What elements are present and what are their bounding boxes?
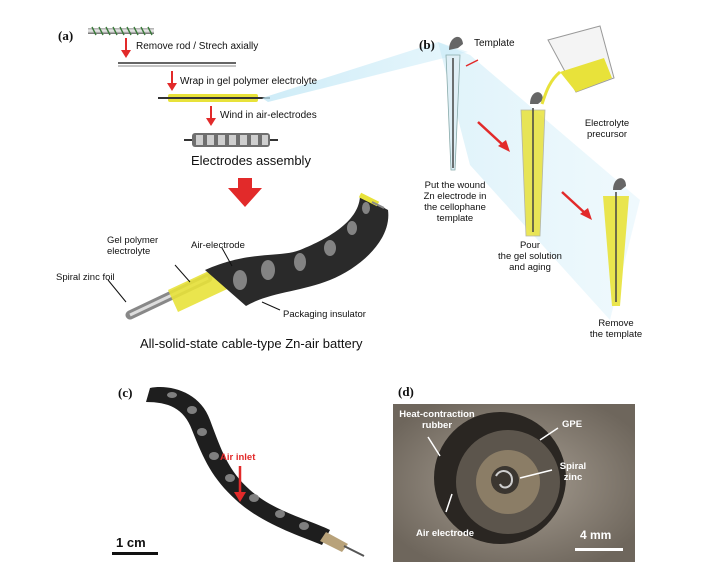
air-electrode-assembly (184, 133, 278, 147)
template-pointer (465, 59, 479, 67)
b-arrow-1 (477, 121, 505, 147)
panel-a-label: (a) (58, 28, 74, 43)
rubber-label: Heat-contraction rubber (399, 409, 475, 431)
b-step-2-label: Pour the gel solution and aging (498, 240, 562, 273)
b-step-3-label: Remove the template (589, 318, 643, 340)
gpe-label: GPE (562, 419, 583, 430)
insulator-label: Packaging insulator (283, 309, 366, 320)
panel-b-label: (b) (419, 37, 435, 52)
precursor-label: Electrolyte precursor (584, 118, 630, 140)
panel-d-label: (d) (398, 384, 414, 399)
d-pointers (427, 427, 559, 513)
cable-battery (125, 192, 389, 320)
panel-c-label: (c) (118, 385, 133, 400)
template-tube-1 (445, 36, 463, 171)
air-electrode-d-label: Air electrode (416, 528, 475, 539)
scale-bar-d (575, 548, 623, 551)
air-inlet-arrow-head (234, 492, 246, 502)
battery-caption: All-solid-state cable-type Zn-air batter… (140, 336, 363, 351)
gel-rod-3 (603, 178, 629, 306)
zinc-foil-label: Spiral zinc foil (56, 272, 115, 283)
scale-label-d: 4 mm (580, 528, 612, 542)
scale-bar-c (112, 552, 158, 555)
step-arrow-1-head (121, 50, 131, 58)
rod-with-spiral (88, 26, 154, 36)
gel-label: Gel polymer electrolyte (107, 235, 159, 257)
stretched-zinc (118, 62, 236, 67)
step-3-label: Wind in air-electrodes (220, 110, 317, 121)
step-2-label: Wrap in gel polymer electrolyte (180, 76, 318, 87)
spiral-zinc-label: Spiral zinc (559, 461, 587, 483)
assembly-title: Electrodes assembly (191, 153, 311, 168)
step-arrow-3-head (206, 118, 216, 126)
cable-leader-lines (107, 247, 281, 311)
beaker-icon (540, 25, 615, 105)
b-arrow-2-head (580, 208, 592, 220)
scale-label-c: 1 cm (116, 535, 146, 550)
gel-tube-2 (520, 92, 546, 237)
beam-a-to-b (262, 42, 468, 102)
air-inlet-label: Air inlet (220, 452, 256, 463)
step-1-label: Remove rod / Strech axially (136, 41, 259, 52)
cable-photo (146, 387, 365, 557)
template-label: Template (474, 38, 515, 49)
air-electrode-label: Air-electrode (191, 240, 245, 251)
assembly-arrow (228, 178, 262, 207)
cross-section-photo (393, 404, 635, 562)
b-arrow-2 (561, 191, 587, 215)
b-arrow-1-head (498, 140, 510, 152)
gel-wrapped-electrode (158, 94, 270, 102)
b-step-1-label: Put the wound Zn electrode in the cellop… (423, 180, 487, 224)
step-arrow-2-head (167, 83, 177, 91)
